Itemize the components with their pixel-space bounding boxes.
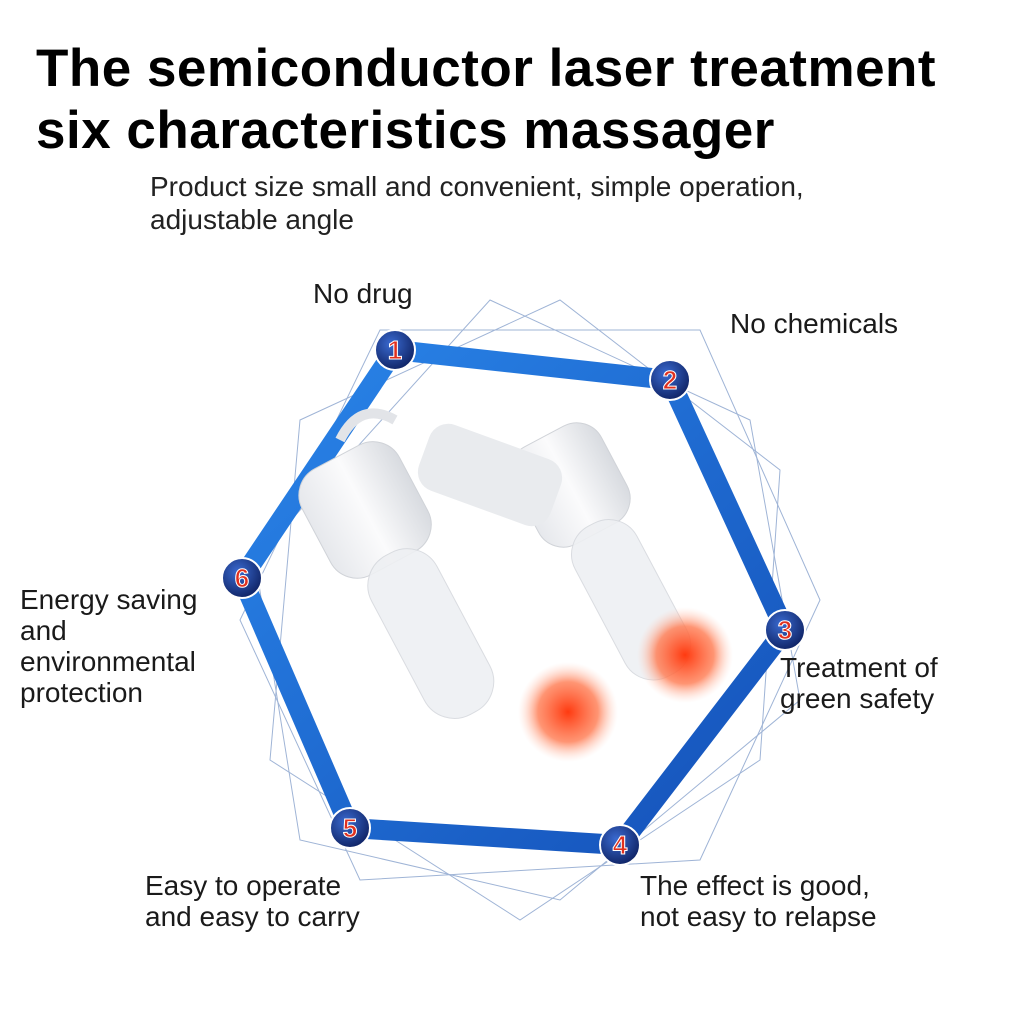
badge-circle xyxy=(221,557,263,599)
hexagon-frame xyxy=(232,340,795,855)
label-line: environmental xyxy=(20,646,196,677)
badge-circle xyxy=(764,609,806,651)
badge-circle xyxy=(329,807,371,849)
laser-glow-left xyxy=(518,662,618,762)
label-line: Easy to operate xyxy=(145,870,342,901)
number-badge-6: 6 xyxy=(221,557,263,599)
badge-number: 5 xyxy=(343,813,357,843)
label-line: No chemicals xyxy=(730,308,899,339)
label-line: protection xyxy=(20,677,143,708)
title-line-2: six characteristics massager xyxy=(36,101,775,160)
badge-number: 3 xyxy=(778,615,792,645)
feature-label-5: Easy to operate and easy to carry xyxy=(145,870,360,932)
badge-number: 2 xyxy=(663,365,677,395)
badge-number: 1 xyxy=(388,335,402,365)
page-title: The semiconductor laser treatment six ch… xyxy=(36,38,936,162)
label-line: and easy to carry xyxy=(145,901,360,932)
number-badge-3: 3 xyxy=(764,609,806,651)
label-line: No drug xyxy=(313,278,413,309)
badge-circle xyxy=(374,329,416,371)
badge-circle xyxy=(599,824,641,866)
badge-number: 6 xyxy=(235,563,249,593)
label-line: not easy to relapse xyxy=(640,901,877,932)
feature-label-6: Energy saving and environmental protecti… xyxy=(20,584,197,708)
subtitle-line-1: Product size small and convenient, simpl… xyxy=(150,171,804,202)
feature-label-4: The effect is good, not easy to relapse xyxy=(640,870,877,932)
number-badge-5: 5 xyxy=(329,807,371,849)
label-line: and xyxy=(20,615,67,646)
decorative-lines xyxy=(239,299,821,921)
label-line: Energy saving xyxy=(20,584,198,615)
number-badge-4: 4 xyxy=(599,824,641,866)
laser-glow-right xyxy=(637,607,733,703)
laser-massager-device xyxy=(298,408,733,762)
feature-label-2: No chemicals xyxy=(730,308,898,339)
subtitle: Product size small and convenient, simpl… xyxy=(150,170,804,236)
feature-label-3: Treatment of green safety xyxy=(780,652,938,714)
number-badge-2: 2 xyxy=(649,359,691,401)
number-badge-1: 1 xyxy=(374,329,416,371)
feature-label-1: No drug xyxy=(313,278,413,309)
title-line-1: The semiconductor laser treatment xyxy=(36,39,937,98)
subtitle-line-2: adjustable angle xyxy=(150,204,354,235)
label-line: green safety xyxy=(780,683,935,714)
badge-number: 4 xyxy=(613,830,628,860)
badge-circle xyxy=(649,359,691,401)
label-line: Treatment of xyxy=(780,652,938,683)
label-line: The effect is good, xyxy=(640,870,870,901)
